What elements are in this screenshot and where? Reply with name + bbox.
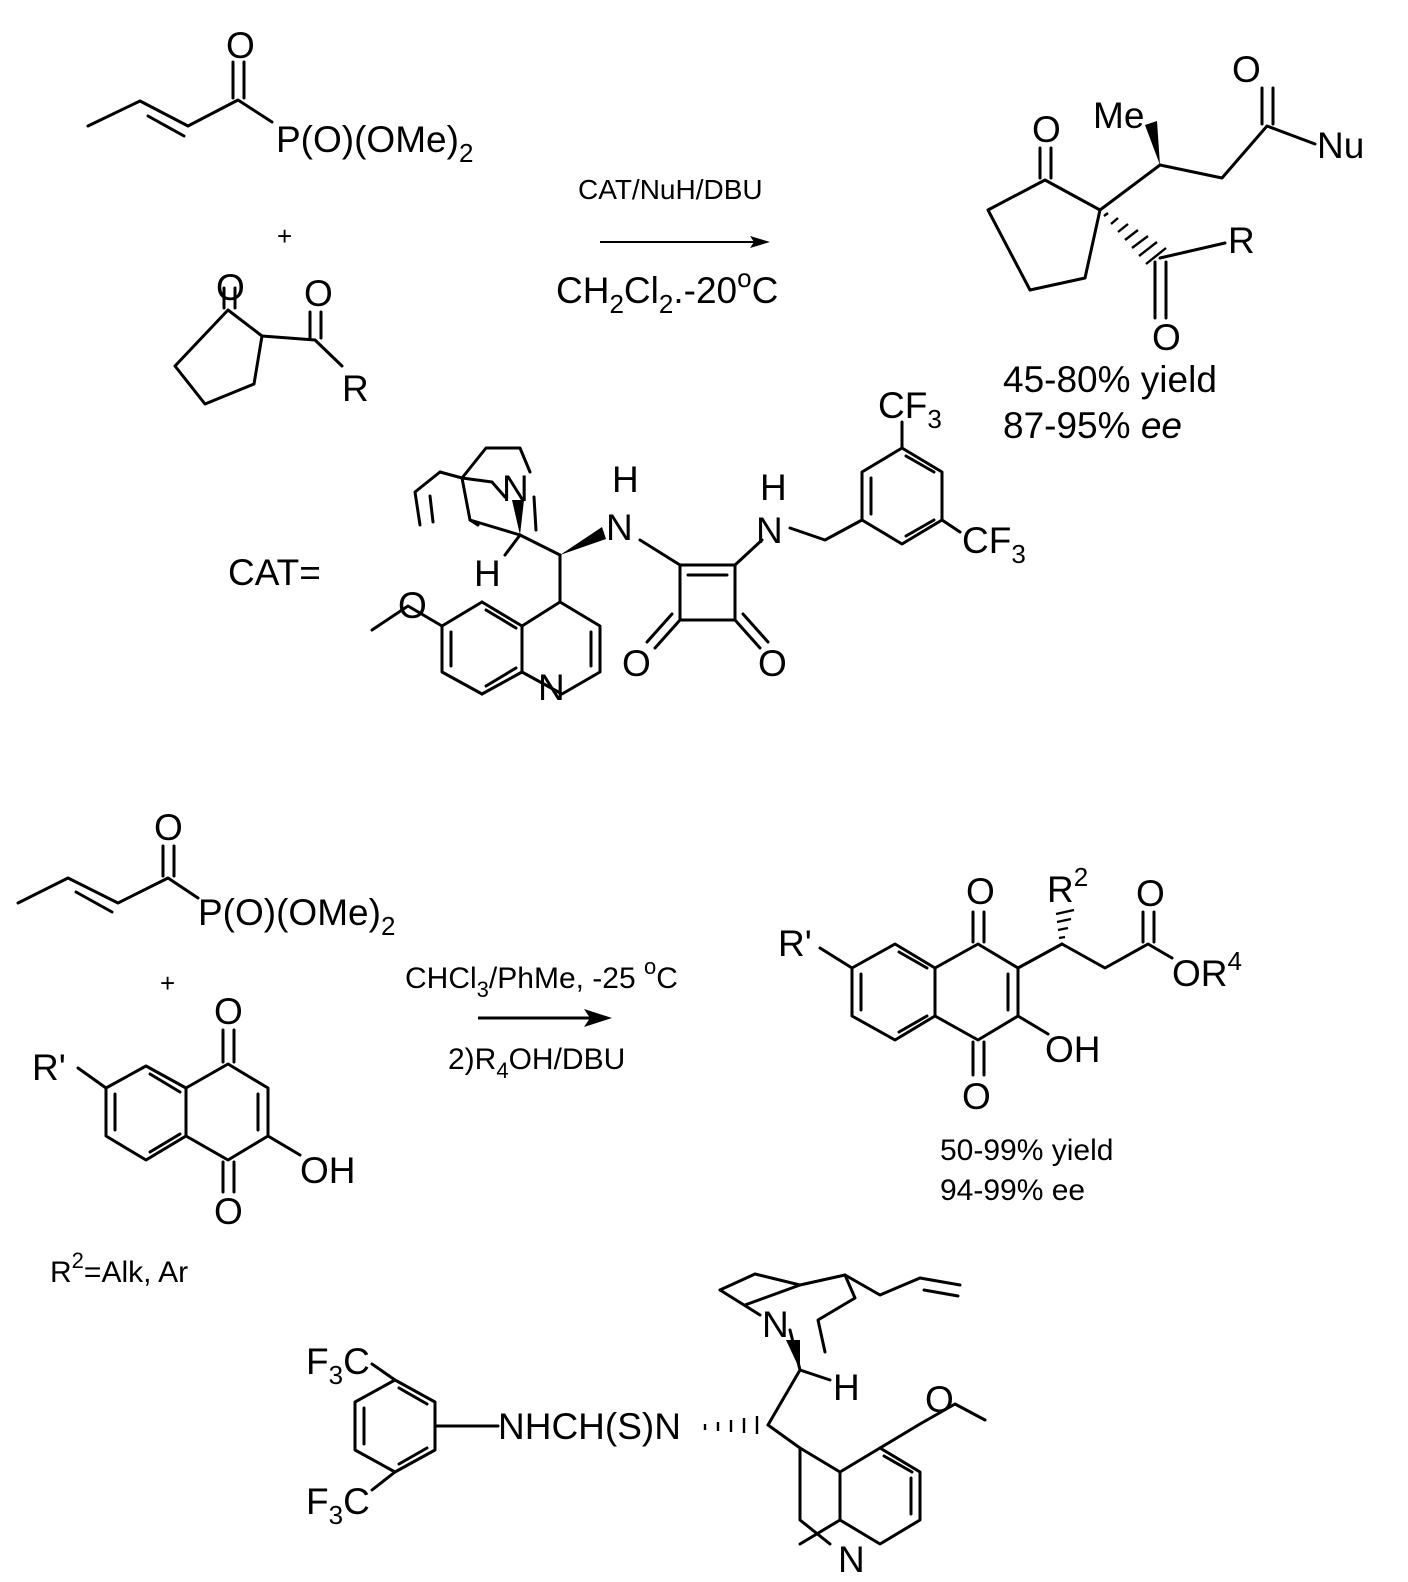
s1-product-ester-oxygen: O <box>1232 49 1261 90</box>
scheme2: O P(O)(OMe)2 + R' O O OH R2=Alk, Ar C <box>16 807 1242 1580</box>
s1-product-hashed-bond <box>1103 212 1167 265</box>
s1-acylcyclopentanone: O O R <box>173 267 369 409</box>
s2-cat-linker: NHCH(S)N <box>498 1406 681 1447</box>
s2-cat-bis-cf3-aryl: F3C F3C <box>306 1341 500 1530</box>
s1-ketone-oxygen: O <box>216 267 245 308</box>
s1-acyl-oxygen: O <box>226 25 255 66</box>
s2-hydroxynaphthoquinone: R' O O OH R2=Alk, Ar <box>32 991 356 1289</box>
s2-acyl-phosphonate: P(O)(OMe)2 <box>198 892 395 941</box>
s2-sub-O-top: O <box>214 991 243 1032</box>
s1-product-Nu: Nu <box>1317 125 1364 166</box>
s2-condition-bottom: 2)R4OH/DBU <box>448 1043 625 1083</box>
s1-acyl-phosphonate: P(O)(OMe)2 <box>276 119 473 168</box>
s1-cat-CF3-top: CF3 <box>878 385 942 434</box>
s2-sub-R: R' <box>32 1047 66 1088</box>
s2-plus: + <box>160 968 175 998</box>
s2-ee: 94-99% ee <box>940 1174 1085 1207</box>
scheme1: O P(O)(OMe)2 + O O R CAT/NuH/DBU CH2Cl2.… <box>86 25 1364 708</box>
s1-product-R: R <box>1228 220 1255 261</box>
s2-catalyst: F3C F3C NHCH(S)N <box>306 1272 987 1580</box>
s2-product-OR4: OR4 <box>1172 946 1242 994</box>
s1-cat-quinoline-N: N <box>538 667 565 708</box>
s2-yield: 50-99% yield <box>940 1134 1113 1167</box>
s2-product-O-bottom: O <box>962 1076 991 1117</box>
s2-r2-def: R2=Alk, Ar <box>50 1248 188 1289</box>
s2-acyl-oxygen: O <box>154 807 183 848</box>
s2-cat-F3C-top: F3C <box>306 1341 370 1390</box>
s1-condition-bottom: CH2Cl2.-20oC <box>556 263 778 319</box>
s2-product-R2: R2 <box>1047 862 1088 910</box>
s1-cat-label: CAT= <box>228 552 321 593</box>
s1-product: O Me O Nu O R 45-80% yield <box>986 49 1364 446</box>
s1-cat-quinuclidine: N <box>413 446 538 537</box>
s1-cat-squaramide: O O H N <box>622 467 787 684</box>
s1-catalyst: CAT= N H H N <box>228 385 1026 708</box>
s1-cat-quinoline: O N <box>370 553 602 708</box>
s1-cat-NH2-N: N <box>756 510 783 551</box>
s1-condition-top: CAT/NuH/DBU <box>578 174 763 205</box>
s1-cat-NH1-N: N <box>606 507 633 548</box>
s2-sub-O-bottom: O <box>214 1191 243 1232</box>
s1-reagent-R: R <box>342 368 369 409</box>
s1-cat-squaramide-O-left: O <box>622 643 651 684</box>
s1-cat-NH2-H: H <box>760 467 787 508</box>
s2-condition-top: CHCl3/PhMe, -25 oC <box>405 954 678 1002</box>
s2-cat-methoxy-O: O <box>925 1379 954 1420</box>
s2-cat-F3C-bottom: F3C <box>306 1481 370 1530</box>
s2-product-OH: OH <box>1045 1029 1101 1070</box>
s1-reaction-arrow: CAT/NuH/DBU CH2Cl2.-20oC <box>556 174 778 319</box>
s2-cat-quinoline: O N <box>798 1379 987 1580</box>
s2-sub-OH: OH <box>300 1150 356 1191</box>
s2-product-ester-O: O <box>1136 873 1165 914</box>
s1-cat-NH1-H: H <box>612 459 639 500</box>
s1-cat-quinuclidine-N: N <box>502 468 529 509</box>
s1-cat-bis-cf3-benzyl: CF3 CF3 <box>788 385 1026 569</box>
s1-crotonyl-phosphonate: O P(O)(OMe)2 <box>86 25 473 168</box>
s2-crotonyl-phosphonate: O P(O)(OMe)2 <box>16 807 395 941</box>
s1-cat-CF3-right: CF3 <box>962 520 1026 569</box>
s1-cat-squaramide-O-right: O <box>758 643 787 684</box>
s1-plus: + <box>277 221 292 251</box>
s2-cat-hashed-bond <box>703 1416 759 1434</box>
s1-cat-H: H <box>474 553 501 594</box>
s1-product-carbonyl-oxygen: O <box>1152 317 1181 358</box>
s2-product: R' O O OH R2 <box>778 862 1242 1207</box>
s1-product-Me: Me <box>1093 95 1144 136</box>
s2-product-R1: R' <box>778 923 812 964</box>
s2-product-hashed-bond <box>1055 908 1075 940</box>
s2-cat-quinoline-N: N <box>838 1539 865 1580</box>
s2-product-O-top: O <box>966 871 995 912</box>
s1-acyl2-oxygen: O <box>304 273 333 314</box>
s2-reaction-arrow: CHCl3/PhMe, -25 oC 2)R4OH/DBU <box>405 954 678 1083</box>
s1-yield: 45-80% yield <box>1003 359 1217 400</box>
s1-product-ketone-oxygen: O <box>1032 109 1061 150</box>
s1-ee: 87-95% ee <box>1003 405 1182 446</box>
s1-cat-methoxy-O: O <box>398 585 427 626</box>
s2-cat-quinuclidine: N H <box>718 1272 962 1450</box>
s2-cat-quinuclidine-N: N <box>762 1304 789 1345</box>
s2-cat-H: H <box>833 1367 860 1408</box>
